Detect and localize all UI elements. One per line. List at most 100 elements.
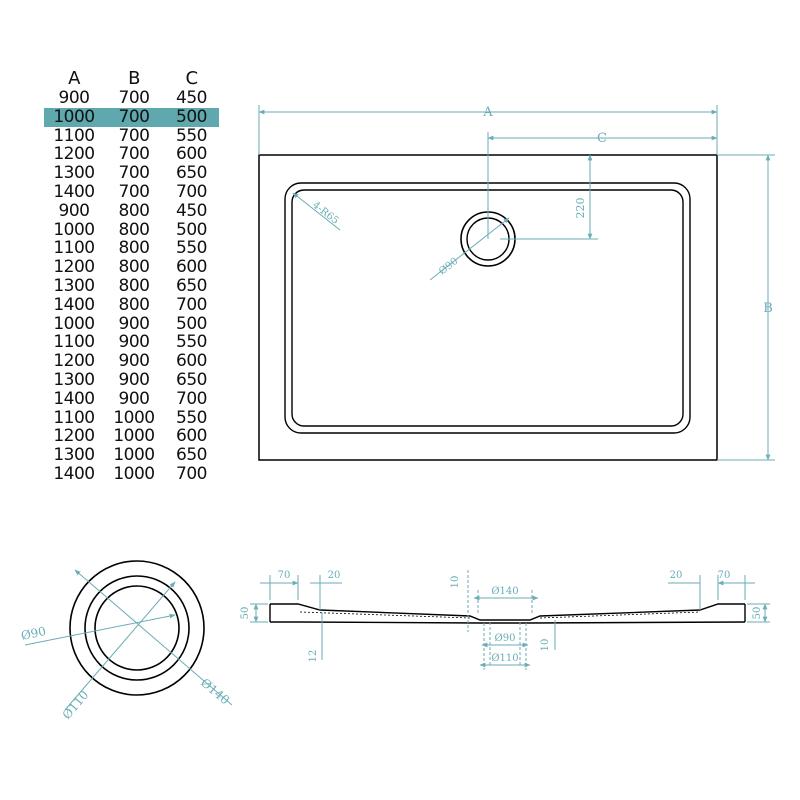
cell-a: 1100: [53, 407, 95, 428]
cell-b: 800: [118, 219, 150, 240]
cell-a: 1200: [53, 144, 95, 165]
cell-a: 1300: [53, 275, 95, 296]
cell-c: 450: [176, 200, 207, 221]
cell-a: 1200: [53, 257, 95, 278]
section-label-20-right: 20: [670, 570, 683, 581]
drain-detail-view: Ø90 Ø110 Ø140: [20, 560, 233, 722]
detail-label-110: Ø110: [60, 688, 92, 722]
column-header-a: A: [68, 68, 80, 89]
detail-label-90: Ø90: [20, 624, 47, 643]
cell-a: 1300: [53, 163, 95, 184]
cell-a: 1100: [53, 125, 95, 146]
cell-a: 1100: [53, 238, 95, 259]
cell-a: 1100: [53, 332, 95, 353]
cell-b: 900: [118, 369, 150, 390]
dim-label-b: B: [763, 301, 773, 316]
cell-b: 700: [118, 181, 150, 202]
table-row: 1100 900 550: [44, 333, 219, 352]
section-label-110: Ø110: [491, 653, 518, 664]
section-label-20-left: 20: [328, 570, 341, 581]
cell-c: 700: [176, 294, 207, 315]
section-label-70-left: 70: [278, 570, 291, 581]
cell-b: 800: [118, 238, 150, 259]
cell-a: 1000: [53, 313, 95, 334]
drain-detail-inner: [94, 585, 180, 671]
table-row: 1400 700 700: [44, 183, 219, 202]
cell-c: 550: [176, 332, 207, 353]
cell-a: 900: [58, 200, 90, 221]
cell-a: 900: [58, 88, 90, 108]
cell-c: 650: [176, 275, 207, 296]
cell-c: 500: [176, 219, 207, 240]
cell-b: 900: [118, 351, 150, 372]
table-row: 1000 800 500: [44, 219, 219, 240]
column-header-b: B: [128, 68, 140, 89]
cell-c: 650: [176, 369, 207, 390]
table-row: 1200 700 600: [44, 145, 219, 164]
cell-b: 1000: [113, 426, 155, 447]
column-header-c: C: [185, 68, 198, 89]
cell-a: 1400: [53, 388, 95, 409]
cell-b: 1000: [113, 463, 155, 484]
cell-b: 800: [118, 275, 150, 296]
plan-view: A C B 220 4-R65 Ø90: [258, 105, 775, 461]
cell-a: 1400: [53, 294, 95, 315]
cell-b: 700: [118, 106, 150, 127]
dim-label-a: A: [482, 105, 493, 120]
cell-c: 650: [176, 445, 207, 466]
dim-label-220: 220: [574, 198, 587, 219]
cell-a: 1300: [53, 369, 95, 390]
cell-b: 700: [118, 144, 150, 165]
section-label-50-left: 50: [240, 607, 251, 620]
section-label-70-right: 70: [718, 570, 731, 581]
cell-b: 700: [118, 125, 150, 146]
section-label-140: Ø140: [491, 586, 518, 597]
table-row: 1300 900 650: [44, 371, 219, 390]
cell-b: 800: [118, 200, 150, 221]
cell-c: 700: [176, 181, 207, 202]
cell-c: 600: [176, 144, 207, 165]
cell-a: 1000: [53, 106, 95, 127]
table-row: 1100 800 550: [44, 239, 219, 258]
cell-c: 650: [176, 163, 207, 184]
section-label-90: Ø90: [495, 633, 516, 644]
section-label-10-top: 10: [450, 576, 461, 589]
section-profile-bottom: [270, 621, 746, 624]
cell-c: 700: [176, 463, 207, 484]
drain-detail-outer: [69, 560, 205, 696]
table-header-row: A B C: [44, 69, 219, 89]
section-label-12: 12: [308, 650, 319, 663]
table-row: 1000 700 500: [44, 106, 219, 127]
cell-b: 700: [118, 163, 150, 184]
cell-a: 1200: [53, 351, 95, 372]
cell-c: 500: [176, 106, 207, 127]
cell-b: 900: [118, 332, 150, 353]
table-row: 1300 700 650: [44, 164, 219, 183]
cross-section-view: 70 20 50 12 10 Ø140 Ø90 Ø110 10 20 70 50: [240, 570, 770, 670]
cell-a: 1000: [53, 219, 95, 240]
table-row: 900 800 450: [44, 200, 219, 221]
cell-c: 600: [176, 426, 207, 447]
table-row: 1000 900 500: [44, 313, 219, 334]
cell-b: 900: [118, 313, 150, 334]
detail-label-140: Ø140: [198, 676, 232, 708]
section-profile-top: [270, 603, 745, 621]
cell-c: 550: [176, 238, 207, 259]
cell-c: 700: [176, 388, 207, 409]
cell-b: 700: [118, 88, 150, 108]
cell-b: 800: [118, 257, 150, 278]
section-label-50-right: 50: [752, 607, 763, 620]
cell-a: 1400: [53, 181, 95, 202]
cell-c: 500: [176, 313, 207, 334]
